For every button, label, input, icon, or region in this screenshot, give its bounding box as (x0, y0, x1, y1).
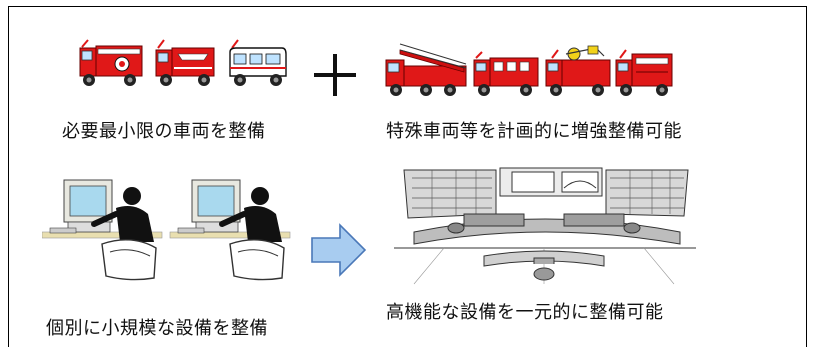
ladder-truck-icon (385, 43, 467, 96)
small-facility-group (42, 178, 292, 286)
pump-truck-icon (79, 39, 143, 86)
diagram-frame (8, 6, 807, 347)
rescue-truck-icon (473, 51, 539, 96)
caption-large-facility: 高機能な設備を一元的に整備可能 (386, 302, 664, 323)
basic-vehicles-group (78, 38, 290, 94)
operator-at-computer-icon (169, 179, 291, 281)
chemical-truck-icon (545, 45, 611, 96)
tanker-truck-icon (155, 39, 215, 86)
caption-special-vehicles: 特殊車両等を計画的に増強整備可能 (386, 121, 682, 142)
right-arrow-icon (310, 222, 368, 278)
command-truck-icon (615, 49, 673, 96)
operator-at-computer-icon (42, 179, 163, 281)
plus-sign (312, 52, 358, 98)
caption-small-facility: 個別に小規模な設備を整備 (46, 318, 268, 339)
command-center-icon (384, 158, 704, 288)
caption-basic-vehicles: 必要最小限の車両を整備 (62, 121, 266, 142)
ambulance-icon (229, 39, 287, 86)
special-vehicles-group (384, 38, 684, 100)
